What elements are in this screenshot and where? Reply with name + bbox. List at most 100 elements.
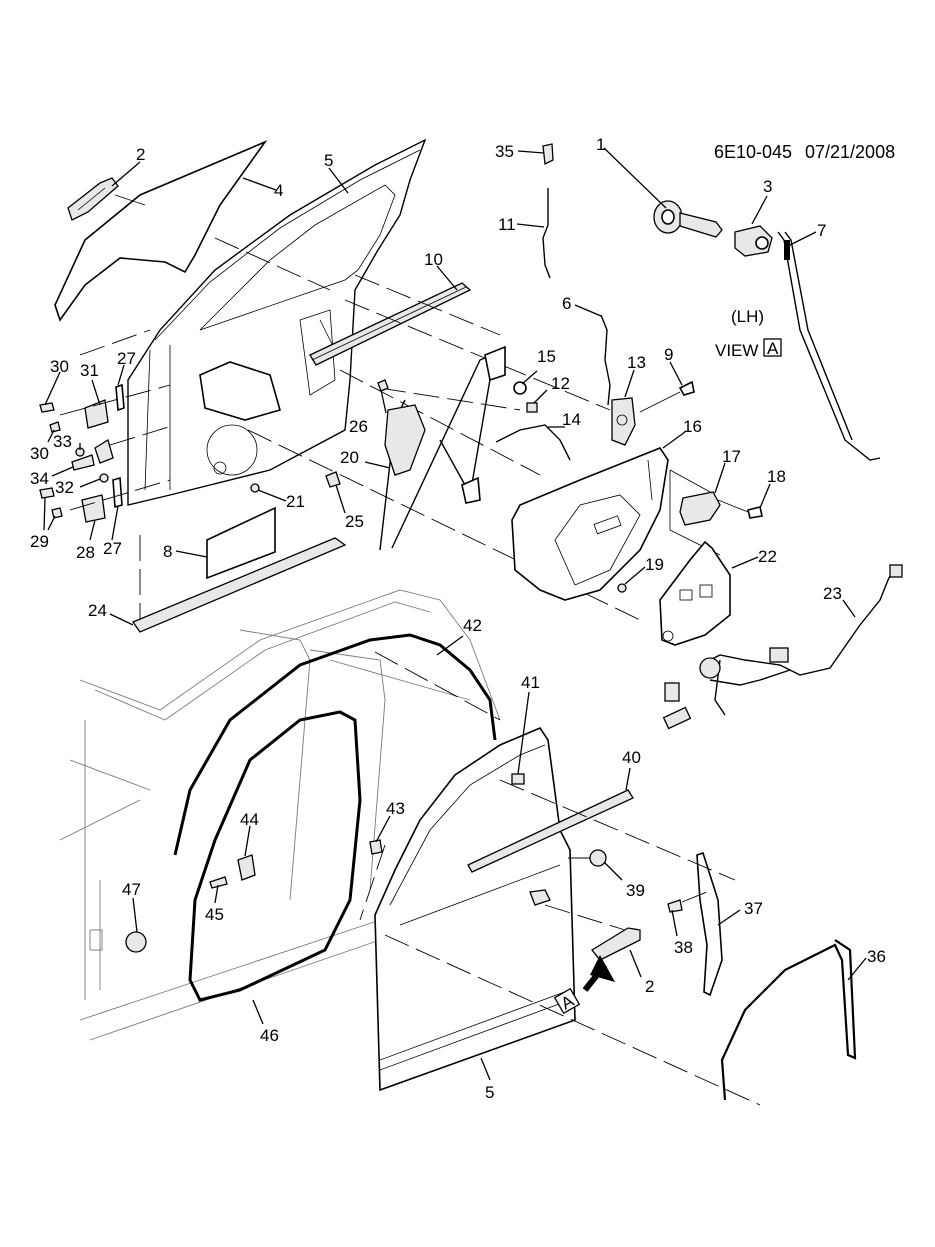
callout-channel-bolt: 38 [674, 938, 693, 957]
callout-striker: 44 [240, 810, 259, 829]
callout-hinge-bolt-a: 30 [50, 357, 69, 376]
callout-bumper: 39 [626, 881, 645, 900]
view-a-arrow: A [553, 955, 615, 1015]
view-label: VIEW [715, 341, 758, 360]
inner-belt-strip [309, 282, 472, 366]
callout-inside-handle: 17 [722, 447, 741, 466]
view-letter: A [767, 339, 779, 358]
callout-shim-lower: 27 [103, 539, 122, 558]
callout-door-frame: 5 [324, 151, 333, 170]
regulator-bolt-icon [377, 379, 389, 392]
callout-outer-belt: 40 [622, 748, 641, 767]
plug-icon [325, 471, 341, 488]
bumper-icon [589, 849, 607, 867]
door-latch-icon [611, 397, 636, 446]
callout-outer-panel: 5 [485, 1083, 494, 1102]
lock-cylinder-rod [777, 231, 881, 461]
lock-cylinder-icon [734, 225, 773, 257]
callout-trim-panel: 16 [683, 417, 702, 436]
callout-clip: 12 [551, 374, 570, 393]
glass-run-clip-icon [511, 773, 525, 785]
callout-handle-screw: 18 [767, 467, 786, 486]
callout-rocker-molding: 24 [88, 601, 107, 620]
window-regulator [379, 345, 506, 551]
callout-inner-belt: 10 [424, 250, 443, 269]
view-note: (LH) VIEW A [715, 307, 782, 360]
door-inner-panel [127, 138, 427, 506]
diagram-id: 6E10-045 [714, 142, 792, 162]
outer-belt-strip [467, 789, 634, 873]
door-frame-weatherstrip [720, 939, 857, 1101]
grommet-icon [513, 381, 527, 395]
callout-reg-bolt: 26 [349, 417, 368, 436]
callout-key: 1 [596, 135, 605, 154]
callout-check-nut: 33 [53, 432, 72, 451]
callout-plug: 25 [345, 512, 364, 531]
retainer-icon [369, 839, 383, 855]
callout-regulator: 20 [340, 448, 359, 467]
striker-bolt-icon [209, 876, 228, 889]
key-icon [653, 200, 723, 238]
callout-lower-hinge-bolts: 29 [30, 532, 49, 551]
callout-check-bolt: 32 [55, 478, 74, 497]
callout-upper-hinge: 31 [80, 361, 99, 380]
vehicle-body [59, 589, 501, 1041]
callout-trim-bolt: 19 [645, 555, 664, 574]
callout-labels: 2 4 5 10 35 11 1 3 7 6 9 13 15 12 14 16 … [30, 135, 886, 1102]
callout-cylinder-rod: 7 [817, 221, 826, 240]
view-letter-box [763, 338, 782, 357]
side-label: (LH) [731, 307, 764, 326]
trim-panel [511, 447, 669, 601]
callout-rear-channel: 37 [744, 899, 763, 918]
outside-handle-upper-icon [67, 177, 119, 221]
callout-lock-knob-rod: 11 [498, 215, 516, 234]
body-plug-icon [125, 931, 147, 953]
window-glass [54, 140, 268, 322]
callout-cable: 14 [562, 410, 581, 429]
latch-screw-icon [678, 380, 695, 396]
callout-glass-run-clip: 41 [521, 673, 540, 692]
clip-icon [526, 402, 538, 413]
body-opening-weatherstrip [173, 633, 497, 856]
armrest-bracket [659, 540, 731, 646]
callout-harness: 23 [823, 584, 842, 603]
channel-bolt-icon [667, 899, 683, 913]
diagram-header: 6E10-045 07/21/2008 [714, 142, 895, 162]
diagram-date: 07/21/2008 [805, 142, 895, 162]
callout-hinge-bolt-b: 30 [30, 444, 49, 463]
callout-reg-nut: 21 [286, 492, 305, 511]
callout-grommet: 15 [537, 347, 556, 366]
water-deflector [206, 506, 276, 580]
callout-lower-handle: 2 [645, 977, 654, 996]
regulator-nut-icon [250, 483, 260, 493]
lock-rod [600, 314, 611, 406]
hinge-cluster [39, 383, 125, 523]
callout-glass: 4 [274, 181, 283, 200]
striker-icon [237, 854, 256, 881]
callout-check-link: 34 [30, 469, 49, 488]
handle-screw-icon [747, 506, 763, 519]
rod-clip [784, 240, 790, 260]
callout-latch-screw: 9 [664, 345, 673, 364]
callout-lock-knob: 35 [495, 142, 514, 161]
callout-striker-bolt: 45 [205, 905, 224, 924]
callout-frame-weatherstrip: 36 [867, 947, 886, 966]
callout-body-plug: 47 [122, 880, 141, 899]
callout-latch: 13 [627, 353, 646, 372]
callout-lock-rod: 6 [562, 294, 571, 313]
callout-lock-cylinder: 3 [763, 177, 772, 196]
wiring-harness [662, 564, 903, 730]
callout-1-upper-handle: 2 [136, 145, 145, 164]
callout-shim-upper: 27 [117, 349, 136, 368]
callout-lower-hinge: 28 [76, 543, 95, 562]
callout-retainer: 43 [386, 799, 405, 818]
trim-bolt-icon [617, 583, 627, 593]
callout-body-weatherstrip: 42 [463, 616, 482, 635]
leader-lines [43, 147, 867, 1081]
callout-water-deflector: 8 [163, 542, 172, 561]
callout-door-weatherstrip: 46 [260, 1026, 279, 1045]
inside-handle-icon [679, 491, 721, 526]
lock-knob-rod [542, 143, 554, 279]
door-opening-weatherstrip [188, 710, 362, 1002]
